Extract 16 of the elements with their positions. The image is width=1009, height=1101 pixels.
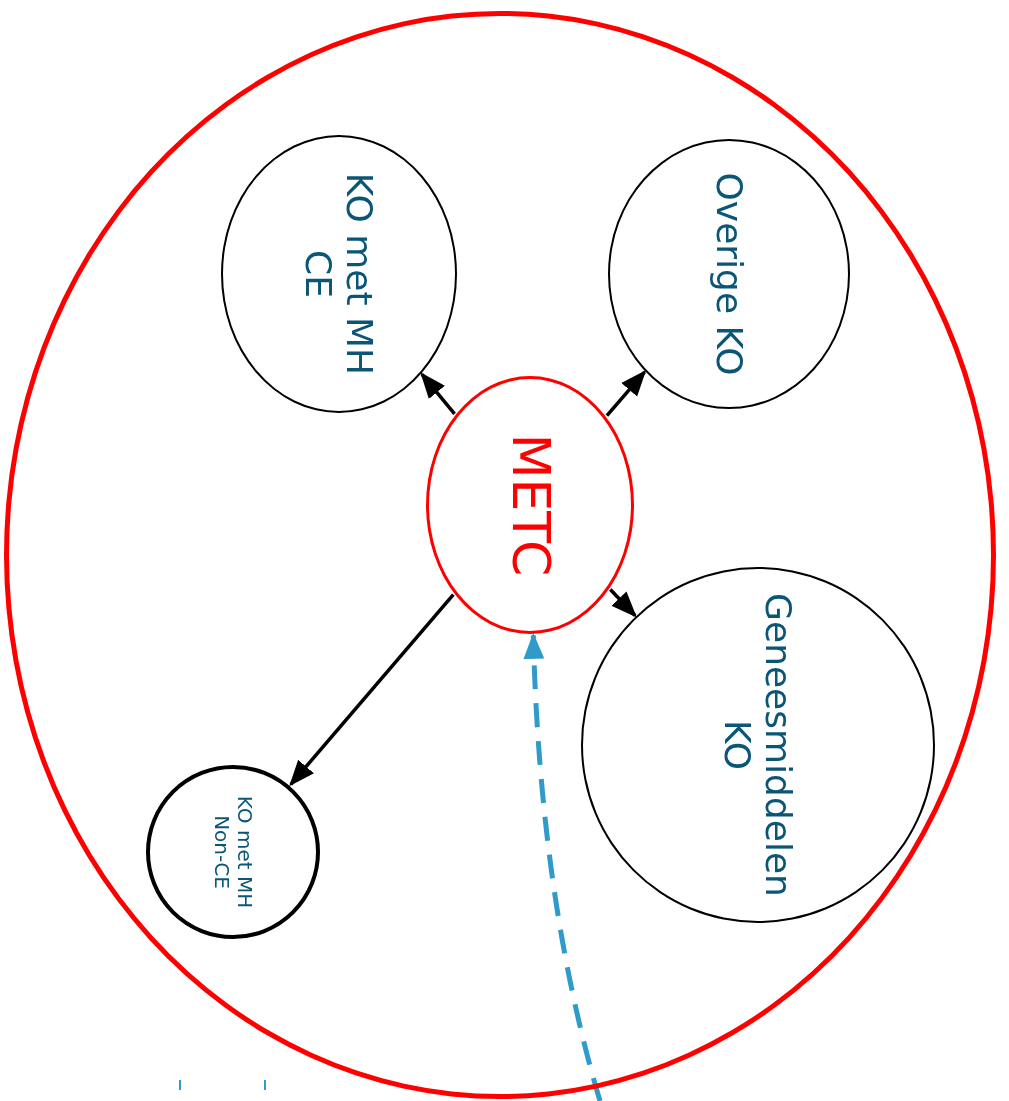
outer-circle	[4, 11, 996, 1099]
ellipse-node	[426, 376, 634, 634]
node-label: KO met MH CE	[297, 171, 381, 378]
node-label: Overige KO	[708, 171, 750, 378]
ellipse-node	[608, 139, 850, 409]
arrow	[605, 370, 647, 417]
arrow	[289, 593, 455, 787]
circle-node	[581, 567, 935, 923]
circle-node	[146, 765, 320, 939]
node-label: METC	[500, 432, 560, 579]
dashed-arrow	[523, 632, 603, 1101]
node-label: KO met MH Non-CE	[210, 794, 256, 911]
ellipse-node	[221, 135, 457, 413]
node-label: Geneesmiddelen KO	[716, 592, 800, 899]
arrow	[609, 588, 637, 618]
arrow	[420, 372, 456, 415]
